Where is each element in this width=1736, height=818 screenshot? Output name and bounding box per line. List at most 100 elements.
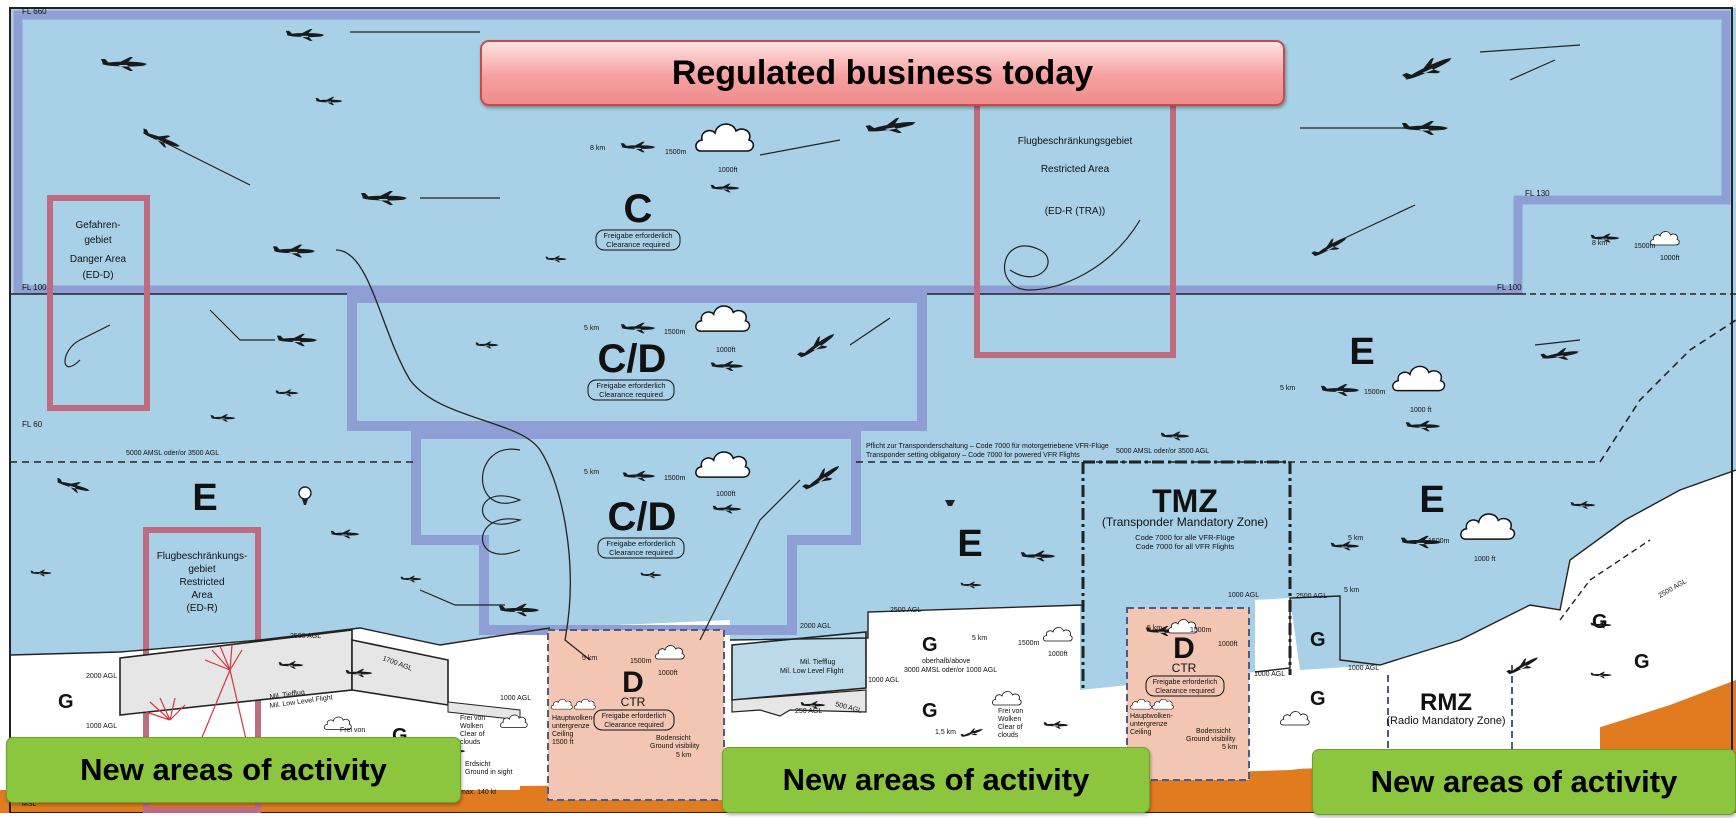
regulated-business-callout: Regulated business today (480, 40, 1285, 106)
airspace-cd-lower-outline (411, 429, 861, 635)
g-label-6: G (1310, 688, 1326, 710)
tra-line1: Flugbeschränkungsgebiet (1018, 136, 1133, 147)
g-label-3: G (922, 634, 938, 656)
vis-5km-1: 5 km (584, 325, 599, 332)
cd-lower-clearance-en: Clearance required (609, 548, 673, 557)
rmz-title: RMZ (1420, 689, 1472, 716)
d-right-clearance-en: Clearance required (1155, 688, 1215, 695)
max-speed-note: max. 140 kt (460, 789, 496, 796)
dist-1500m-7: 1500m (630, 658, 652, 665)
wolken-right-4: clouds (998, 732, 1019, 739)
dist-1500m-9: 1500m (1190, 627, 1212, 634)
wolken-right-3: Clear of (998, 724, 1023, 731)
airspace-cd-lower-label: C/D (608, 495, 677, 539)
vis-5km-2: 5 km (584, 469, 599, 476)
tmz-subtitle: (Transponder Mandatory Zone) (1102, 515, 1268, 529)
dist-1000ft-3: 1000ft (716, 491, 736, 498)
vis-5km-3: 5 km (1280, 385, 1295, 392)
dist-1000ft-1: 1000ft (718, 167, 738, 174)
boden-left-3: 5 km (676, 752, 691, 759)
new-areas-callout-right: New areas of activity (1312, 749, 1736, 815)
parachute-icon (945, 500, 955, 506)
boden-right-2: Ground visibility (1186, 736, 1236, 743)
danger-area-outline (47, 195, 150, 411)
danger-area-line1: Gefahren- (75, 220, 120, 231)
agl-1000-f: 1000 AGL (1228, 592, 1259, 599)
wolken-left-2: Wolken (460, 723, 483, 730)
d-ctr-right-ctr: CTR (1172, 661, 1197, 675)
mil-low-center-2: Mil. Low Level Flight (780, 668, 843, 675)
rmz-subtitle: (Radio Mandatory Zone) (1386, 715, 1505, 727)
boden-right-1: Bodensicht (1196, 728, 1231, 735)
tra-line2: Restricted Area (1041, 164, 1110, 175)
dist-1500m-2: 1500m (664, 329, 686, 336)
dist-1500m-8: 1500m (1018, 640, 1040, 647)
cd-upper-clearance-en: Clearance required (599, 390, 663, 399)
amsl-3000-note: 3000 AMSL oder/or 1000 AGL (904, 667, 997, 674)
agl-2500-c: 2500 AGL (1296, 593, 1327, 600)
airspace-cd-upper-outline (347, 293, 927, 431)
fireworks-icon (145, 644, 261, 801)
wolken-left-3: Clear of (460, 731, 485, 738)
d-ctr-left-ctr: CTR (621, 695, 646, 709)
dist-1000ft-2: 1000ft (716, 347, 736, 354)
dist-15km: 1,5 km (935, 729, 956, 736)
tmz-title: TMZ (1152, 483, 1218, 519)
d-ctr-right-letter: D (1173, 632, 1195, 665)
tmz-code-de: Code 7000 for alle VFR-Flüge (1135, 533, 1235, 542)
c-clearance-en: Clearance required (606, 240, 670, 249)
terrain (0, 680, 1736, 813)
dist-1000ft-9: 1000ft (1218, 641, 1238, 648)
danger-area-line4: (ED-D) (82, 270, 113, 281)
haupt-right-3: Ceiling (1130, 729, 1152, 736)
erdsicht-2: Ground in sight (465, 769, 513, 776)
balloon-icon (298, 486, 312, 500)
agl-2000-b: 2000 AGL (800, 623, 831, 630)
vis-5km-6: 5 km (972, 635, 987, 642)
wolken-left-4: clouds (460, 739, 481, 746)
edr-line1: Flugbeschränkungs- (157, 551, 248, 562)
g-label-1: G (58, 691, 74, 713)
agl-2500-d: 2500 AGL (1658, 578, 1689, 600)
dist-1500m-5: 1500m (1428, 538, 1450, 545)
boden-left-1: Bodensicht (656, 735, 691, 742)
airspace-e-upper-right-label: E (1349, 331, 1374, 373)
wolken-right-1: Frei von (998, 708, 1023, 715)
danger-area-line2: gebiet (84, 235, 111, 246)
airspace-c-outline (13, 10, 1731, 295)
amsl-right-note: 5000 AMSL oder/or 3500 AGL (1116, 448, 1209, 455)
dist-1500m-1: 1500m (665, 149, 687, 156)
vis-5km-7: 5 km (1147, 625, 1162, 632)
d-left-clearance-en: Clearance required (604, 722, 664, 729)
fl100-left-label: FL 100 (22, 283, 47, 292)
fl60-label: FL 60 (22, 420, 43, 429)
d-ctr-left-letter: D (622, 666, 644, 699)
tmz-code-en: Code 7000 for all VFR Flights (1136, 542, 1235, 551)
dist-1500m-4: 1500m (1364, 389, 1386, 396)
mil-low-center-1: Mil. Tiefflug (800, 659, 835, 666)
dist-1500m-6: 1500m (1634, 243, 1656, 250)
haupt-right-2: untergrenze (1130, 721, 1167, 728)
c-clearance-de: Freigabe erforderlich (603, 231, 672, 240)
dist-1000ft-4: 1000 ft (1410, 407, 1431, 414)
g-label-8: G (1634, 651, 1650, 673)
airspace-cd-upper-label: C/D (598, 337, 667, 381)
edr-line5: (ED-R) (186, 603, 217, 614)
cd-lower-clearance-de: Freigabe erforderlich (606, 539, 675, 548)
erdsicht-1: Erdsicht (465, 761, 490, 768)
edr-line4: Area (191, 590, 213, 601)
amsl-left-note: 5000 AMSL oder/or 3500 AGL (126, 450, 219, 457)
d-ctr-left-zone (547, 629, 725, 801)
agl-2500-b: 2500 AGL (890, 607, 921, 614)
d-left-clearance-de: Freigabe erforderlich (602, 713, 667, 720)
mil-low-left-1: Mil. Tiefflug (269, 689, 305, 701)
vis-5km-5: 5 km (582, 655, 597, 662)
dist-1000ft-5: 1000 ft (1474, 556, 1495, 563)
haupt-left-4: 1500 ft (552, 739, 573, 746)
wolken-left-1: Frei von (460, 715, 485, 722)
wolken-mini-1: Frei von (340, 727, 365, 734)
agl-1000-a: 1000 AGL (86, 723, 117, 730)
fl100-right-label: FL 100 (1497, 283, 1522, 292)
transponder-note-de: Pflicht zur Transponderschaltung – Code … (866, 443, 1109, 450)
msl-label: MSL (22, 801, 37, 808)
